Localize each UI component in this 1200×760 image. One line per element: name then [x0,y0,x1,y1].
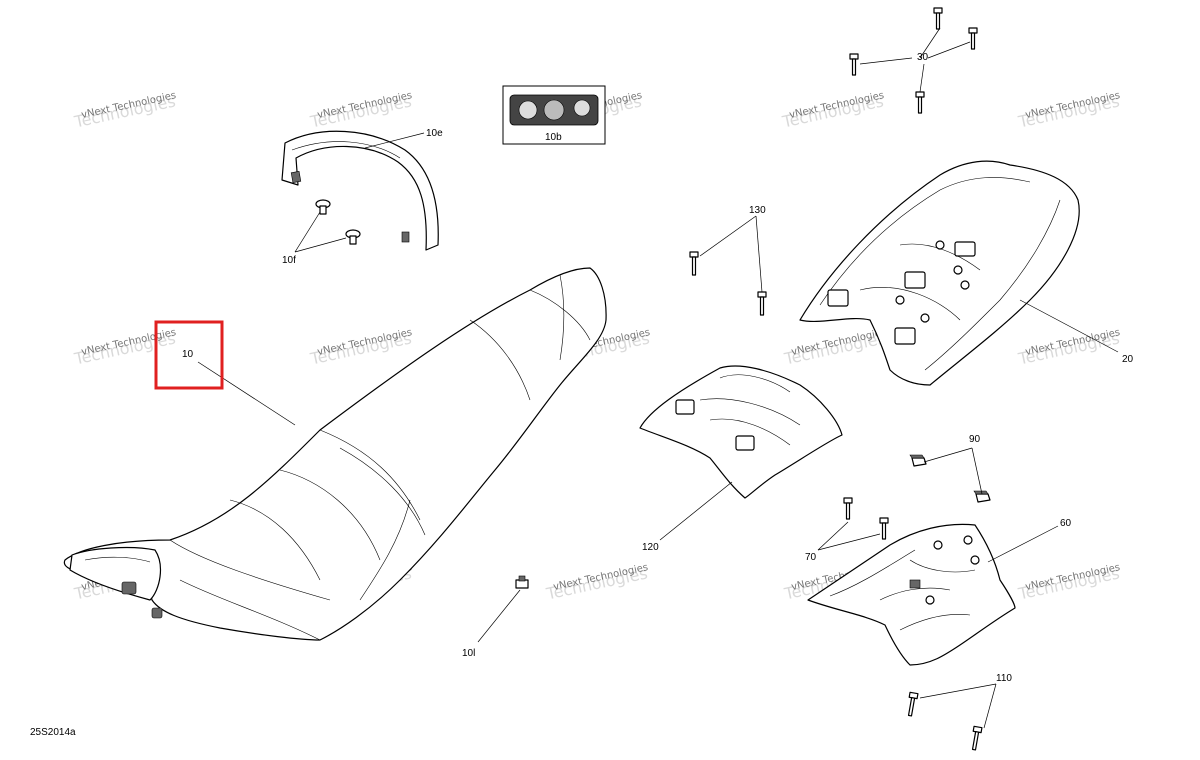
callout-90[interactable]: 90 [969,434,981,445]
leader-lines [197,27,1119,729]
bolt[interactable] [689,251,699,276]
screw[interactable] [968,27,978,50]
figure-id: 25S2014a [30,727,76,738]
screw[interactable] [879,517,889,540]
watermark: Technologies vNext Technologies [1016,327,1121,369]
screw[interactable] [933,7,943,30]
push-rivet[interactable] [345,229,361,245]
callout-120[interactable]: 120 [642,542,659,553]
callout-110[interactable]: 110 [996,673,1012,684]
watermark: Technologies vNext Technologies [782,327,887,369]
part-10-seat[interactable] [63,267,607,641]
callout-60[interactable]: 60 [1060,518,1072,529]
callout-10[interactable]: 10 [182,349,194,360]
part-10b-decal[interactable] [502,85,606,145]
callout-130[interactable]: 130 [749,205,766,216]
push-rivet[interactable] [315,199,331,215]
part-70-screws[interactable] [843,497,889,540]
part-90-nuts[interactable] [909,454,991,503]
callout-labels: 10 10b 10e 10f 10l 20 30 60 70 90 110 12… [182,52,1134,684]
watermark: Technologies vNext Technologies [72,327,177,369]
bolt[interactable] [906,691,919,717]
callout-10f[interactable]: 10f [282,255,296,266]
part-10e-strap[interactable] [281,130,439,251]
part-10l-clip[interactable] [515,575,529,589]
watermark: Technologies vNext Technologies [1016,562,1121,604]
highlight-box [154,320,224,390]
callout-20[interactable]: 20 [1122,354,1134,365]
part-30-screws[interactable] [849,7,978,114]
part-20-rear-frame[interactable] [799,160,1080,386]
watermark: Technologies vNext Technologies [308,90,413,132]
watermark: Technologies vNext Technologies [544,562,649,604]
nut[interactable] [909,454,927,467]
part-130-bolts[interactable] [689,251,767,316]
callout-10e[interactable]: 10e [426,128,443,139]
bolt[interactable] [757,291,767,316]
nut[interactable] [973,490,991,503]
watermark: Technologies vNext Technologies [780,90,885,132]
callout-30[interactable]: 30 [917,52,929,63]
part-60-lower-cover[interactable] [807,523,1016,666]
screw[interactable] [915,91,925,114]
callout-10l[interactable]: 10l [462,648,475,659]
part-10f-fasteners[interactable] [315,199,361,245]
watermark: Technologies vNext Technologies [1016,90,1121,132]
part-110-bolts[interactable] [906,691,983,751]
callout-10b[interactable]: 10b [545,132,562,143]
screw[interactable] [849,53,859,76]
part-120-tray[interactable] [639,365,843,499]
screw[interactable] [843,497,853,520]
bolt[interactable] [970,725,983,751]
watermark: Technologies vNext Technologies [72,90,177,132]
watermark: Technologies vNext Technologies [308,327,413,369]
callout-70[interactable]: 70 [805,552,817,563]
